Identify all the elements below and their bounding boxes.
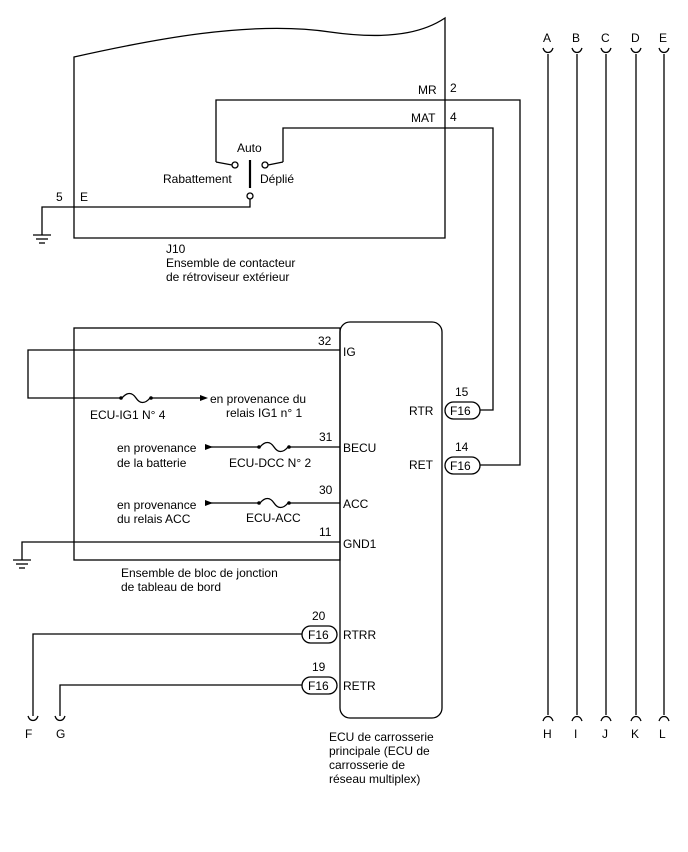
ecu-name-line4: réseau multiplex) — [329, 772, 420, 786]
source-battery-line2: de la batterie — [117, 456, 187, 470]
mat-to-rtr-wire — [445, 127, 494, 411]
gnd1-wire — [21, 541, 340, 560]
connector-f16-ret — [444, 456, 481, 475]
switch-common-wire — [74, 199, 251, 208]
ret-label: RET — [409, 458, 434, 472]
fuse-ecu-ig1-label: ECU-IG1 N° 4 — [90, 408, 166, 422]
line-label-e: E — [659, 31, 667, 45]
mat-pin: 4 — [450, 110, 457, 124]
connector-f16-rtrr — [301, 625, 338, 644]
acc-label: ACC — [343, 497, 369, 511]
fuse-ecu-acc — [257, 497, 291, 509]
wire-end-g: G — [56, 727, 65, 741]
mr-internal-wire — [215, 99, 445, 162]
ground-symbol — [13, 559, 31, 569]
j10-name-line2: de rétroviseur extérieur — [166, 270, 289, 284]
switch-box-outline — [73, 16, 446, 239]
connector-f16-retr — [301, 676, 338, 695]
ret-pin: 14 — [455, 440, 469, 454]
retr-wire — [59, 684, 302, 716]
line-label-j: J — [602, 727, 608, 741]
line-e-l — [658, 47, 670, 722]
fuse-ecu-ig1 — [119, 392, 153, 404]
deplie-contact — [261, 161, 269, 169]
junction-name-line2: de tableau de bord — [121, 580, 221, 594]
source-acc-line1: en provenance — [117, 498, 197, 512]
connector-f16-rtr — [444, 401, 481, 420]
arrow-acc — [205, 500, 213, 506]
pin-5-label: 5 — [56, 190, 63, 204]
line-label-h: H — [543, 727, 552, 741]
retr-label: RETR — [343, 679, 376, 693]
ecu-name-line1: ECU de carrosserie — [329, 730, 434, 744]
deplie-label: Déplié — [260, 172, 294, 186]
fuse-ecu-dcc — [257, 441, 291, 453]
continuation-lines — [542, 47, 670, 722]
mr-to-ret-wire — [445, 99, 521, 466]
source-acc-line2: du relais ACC — [117, 512, 191, 526]
source-ig1-line2: relais IG1 n° 1 — [226, 406, 302, 420]
retr-pin: 19 — [312, 660, 326, 674]
common-contact — [246, 192, 254, 200]
rtr-label: RTR — [409, 404, 434, 418]
ret-connector-label: F16 — [450, 459, 471, 473]
ig-pin: 32 — [318, 334, 332, 348]
rtrr-wire — [32, 633, 302, 716]
junction-block-outline — [73, 327, 341, 561]
rabattement-contact — [231, 161, 239, 169]
source-battery-line1: en provenance — [117, 441, 197, 455]
acc-pin: 30 — [319, 483, 333, 497]
line-label-l: L — [659, 727, 666, 741]
ecu-name-line2: principale (ECU de — [329, 744, 430, 758]
line-label-b: B — [572, 31, 580, 45]
mat-internal-wire — [282, 127, 445, 162]
becu-label: BECU — [343, 441, 376, 455]
rtrr-pin: 20 — [312, 609, 326, 623]
auto-label: Auto — [237, 141, 262, 155]
rtr-pin: 15 — [455, 385, 469, 399]
rtrr-label: RTRR — [343, 628, 376, 642]
line-b-i — [571, 47, 583, 722]
line-label-k: K — [631, 727, 639, 741]
line-label-c: C — [601, 31, 610, 45]
line-label-i: I — [574, 727, 577, 741]
line-label-a: A — [543, 31, 551, 45]
mr-label: MR — [418, 83, 437, 97]
fuse-ecu-acc-label: ECU-ACC — [246, 511, 301, 525]
switch-ground-wire — [41, 206, 74, 235]
wire-end-g-mark — [54, 715, 66, 722]
source-ig1-line1: en provenance du — [210, 392, 306, 406]
junction-name-line1: Ensemble de bloc de jonction — [121, 566, 278, 580]
gnd1-pin: 11 — [319, 525, 332, 539]
becu-pin: 31 — [319, 430, 333, 444]
fuse-ecu-dcc-label: ECU-DCC N° 2 — [229, 456, 311, 470]
arrow-battery — [205, 444, 213, 450]
ig-loop-wire — [27, 349, 340, 399]
ecu-name-line3: carrosserie de — [329, 758, 405, 772]
mr-pin: 2 — [450, 81, 457, 95]
j10-code: J10 — [166, 242, 186, 256]
wire-end-f-mark — [27, 715, 39, 722]
line-c-j — [600, 47, 612, 722]
ground-symbol — [33, 234, 51, 244]
rtrr-connector-label: F16 — [308, 628, 329, 642]
line-label-d: D — [631, 31, 640, 45]
ig-label: IG — [343, 345, 356, 359]
line-a-h — [542, 47, 554, 722]
retr-connector-label: F16 — [308, 679, 329, 693]
pin-e-label: E — [80, 190, 88, 204]
j10-name-line1: Ensemble de contacteur — [166, 256, 295, 270]
gnd1-label: GND1 — [343, 537, 377, 551]
rabattement-label: Rabattement — [163, 172, 232, 186]
rtr-connector-label: F16 — [450, 404, 471, 418]
mat-label: MAT — [411, 111, 436, 125]
arrow-ig1 — [200, 395, 208, 401]
wire-end-f: F — [25, 727, 32, 741]
ecu-box-outline — [339, 321, 443, 719]
line-d-k — [630, 47, 642, 722]
